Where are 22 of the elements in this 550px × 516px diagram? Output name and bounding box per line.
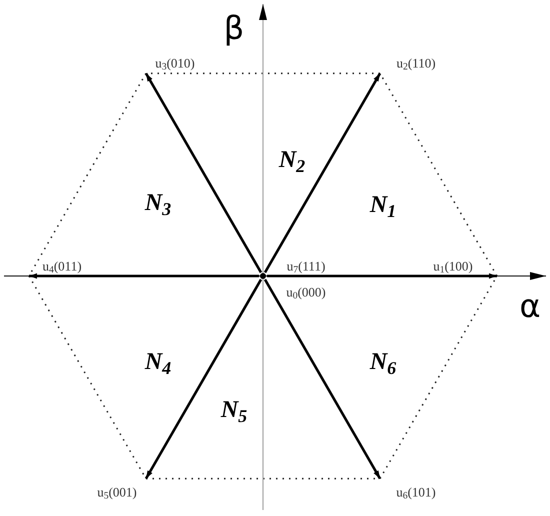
- vector-label: u$_{0}$(000): [286, 286, 326, 298]
- sector-label: N$_{6}$: [370, 350, 396, 374]
- vector-label: u$_{2}$(110): [396, 56, 436, 70]
- vector-label: u$_{3}$(010): [155, 56, 195, 70]
- vector-label: u$_{1}$(100): [433, 260, 473, 272]
- vector-label: u$_{7}$(111): [286, 260, 326, 272]
- axis-label: α: [519, 290, 541, 322]
- vector-label: u$_{6}$(101): [396, 486, 436, 498]
- vector-label: u$_{4}$(011): [42, 260, 82, 272]
- sector-label: N$_{4}$: [144, 350, 172, 374]
- sector-label: N$_{3}$: [144, 191, 172, 215]
- vector-arrow: [264, 278, 382, 480]
- vector-arrow: [267, 273, 497, 279]
- sector-label: N$_{1}$: [370, 193, 396, 217]
- vector-arrow: [264, 72, 382, 274]
- vector-arrow: [29, 273, 259, 279]
- sector-label: N$_{2}$: [278, 148, 306, 172]
- vector-arrow: [144, 278, 262, 480]
- vector-arrow: [144, 72, 262, 274]
- vector-label: u$_{5}$(001): [97, 486, 137, 498]
- sector-label: N$_{5}$: [220, 398, 248, 422]
- axis-label: β: [224, 12, 244, 44]
